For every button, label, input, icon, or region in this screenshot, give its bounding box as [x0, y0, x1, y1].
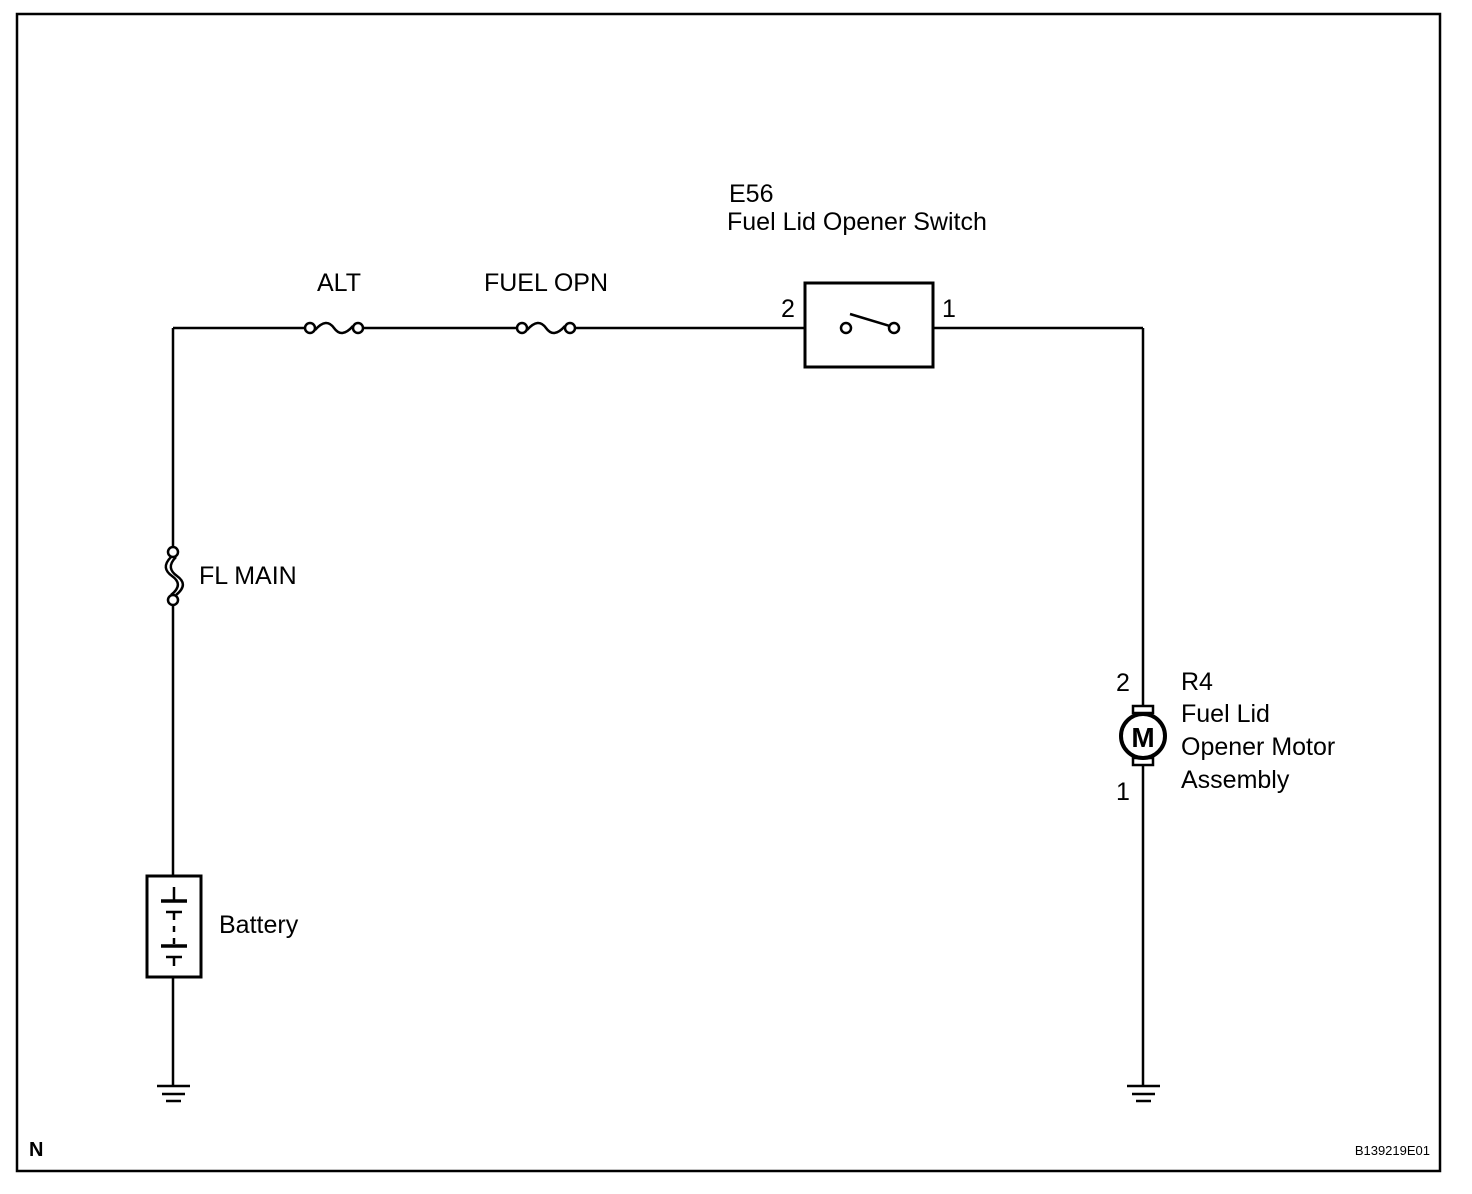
switch-pin-left: 2	[781, 295, 795, 323]
motor-wire	[933, 326, 1145, 1085]
motor-pin-top: 2	[1116, 669, 1130, 697]
alt-fuse-label: ALT	[317, 269, 361, 297]
switch-pin-right: 1	[942, 295, 956, 323]
motor-name-line-3: Assembly	[1181, 766, 1290, 794]
motor-symbol: M	[1131, 722, 1154, 753]
motor-name-line-1: Fuel Lid	[1181, 700, 1270, 728]
fl-main-fuse-icon	[164, 545, 185, 607]
power-wire	[171, 326, 805, 1085]
motor-name-line-2: Opener Motor	[1181, 733, 1335, 761]
motor-code: R4	[1181, 668, 1213, 696]
switch-code: E56	[729, 180, 773, 208]
figure-id: B139219E01	[1355, 1143, 1430, 1158]
ground-icon	[157, 1084, 190, 1103]
motor-pin-bottom: 1	[1116, 778, 1130, 806]
switch-name: Fuel Lid Opener Switch	[727, 208, 987, 236]
ground-icon	[1127, 1084, 1160, 1103]
corner-code: N	[29, 1139, 43, 1161]
diagram-frame	[15, 12, 1442, 1173]
fl-main-fuse-label: FL MAIN	[199, 562, 297, 590]
fuel-opn-fuse-icon	[515, 321, 577, 335]
battery-icon	[145, 874, 203, 979]
battery-label: Battery	[219, 911, 299, 939]
fuel-opn-fuse-label: FUEL OPN	[484, 269, 608, 297]
motor-icon	[1119, 704, 1167, 767]
fuel-lid-opener-switch	[803, 281, 935, 369]
alt-fuse-icon	[303, 321, 365, 335]
